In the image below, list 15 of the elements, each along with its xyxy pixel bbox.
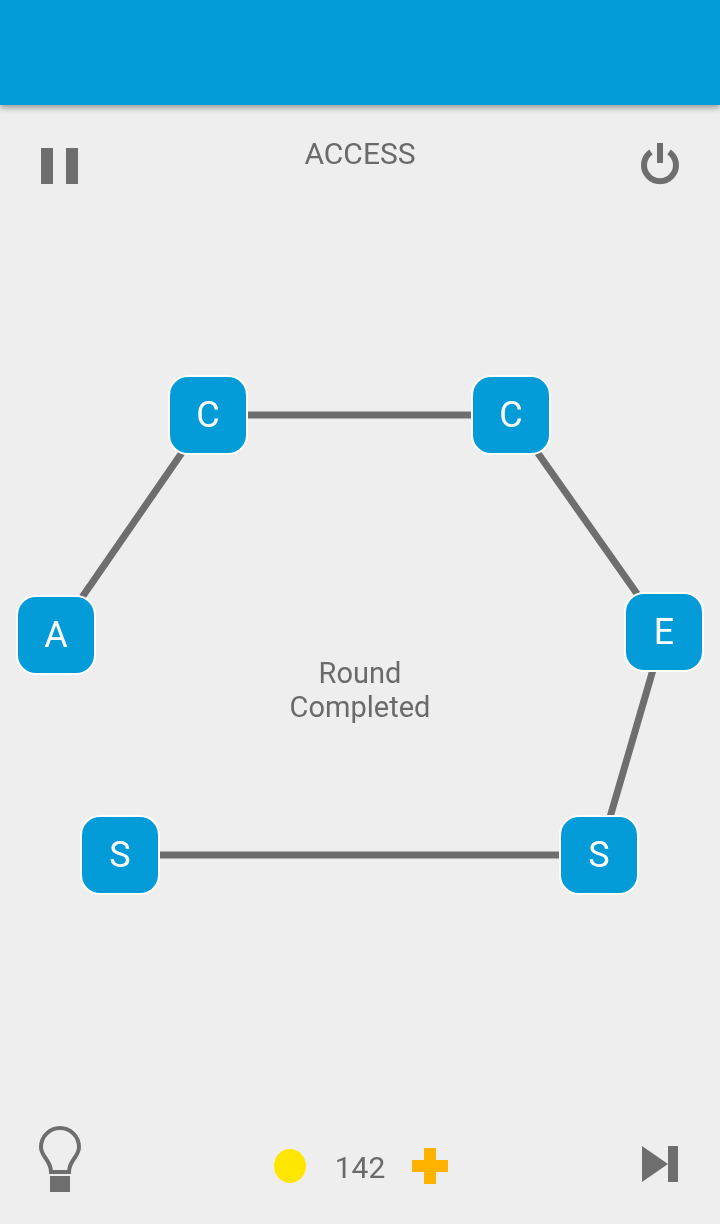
coin-count: 142 [333,1150,387,1185]
letter-tile: S [561,817,637,893]
connector-line [534,450,641,597]
connector-line [246,411,473,419]
status-message: Round Completed [288,656,432,724]
connector-line [606,669,657,818]
connector-line [158,851,561,859]
connector-line [79,451,185,599]
letter-tile: A [18,597,94,673]
target-word: ACCESS [303,136,417,171]
letter-tile: C [473,377,549,453]
letter-tile: E [626,594,702,670]
letter-tile: C [170,377,246,453]
app-bar [0,0,720,105]
letter-tile: S [82,817,158,893]
